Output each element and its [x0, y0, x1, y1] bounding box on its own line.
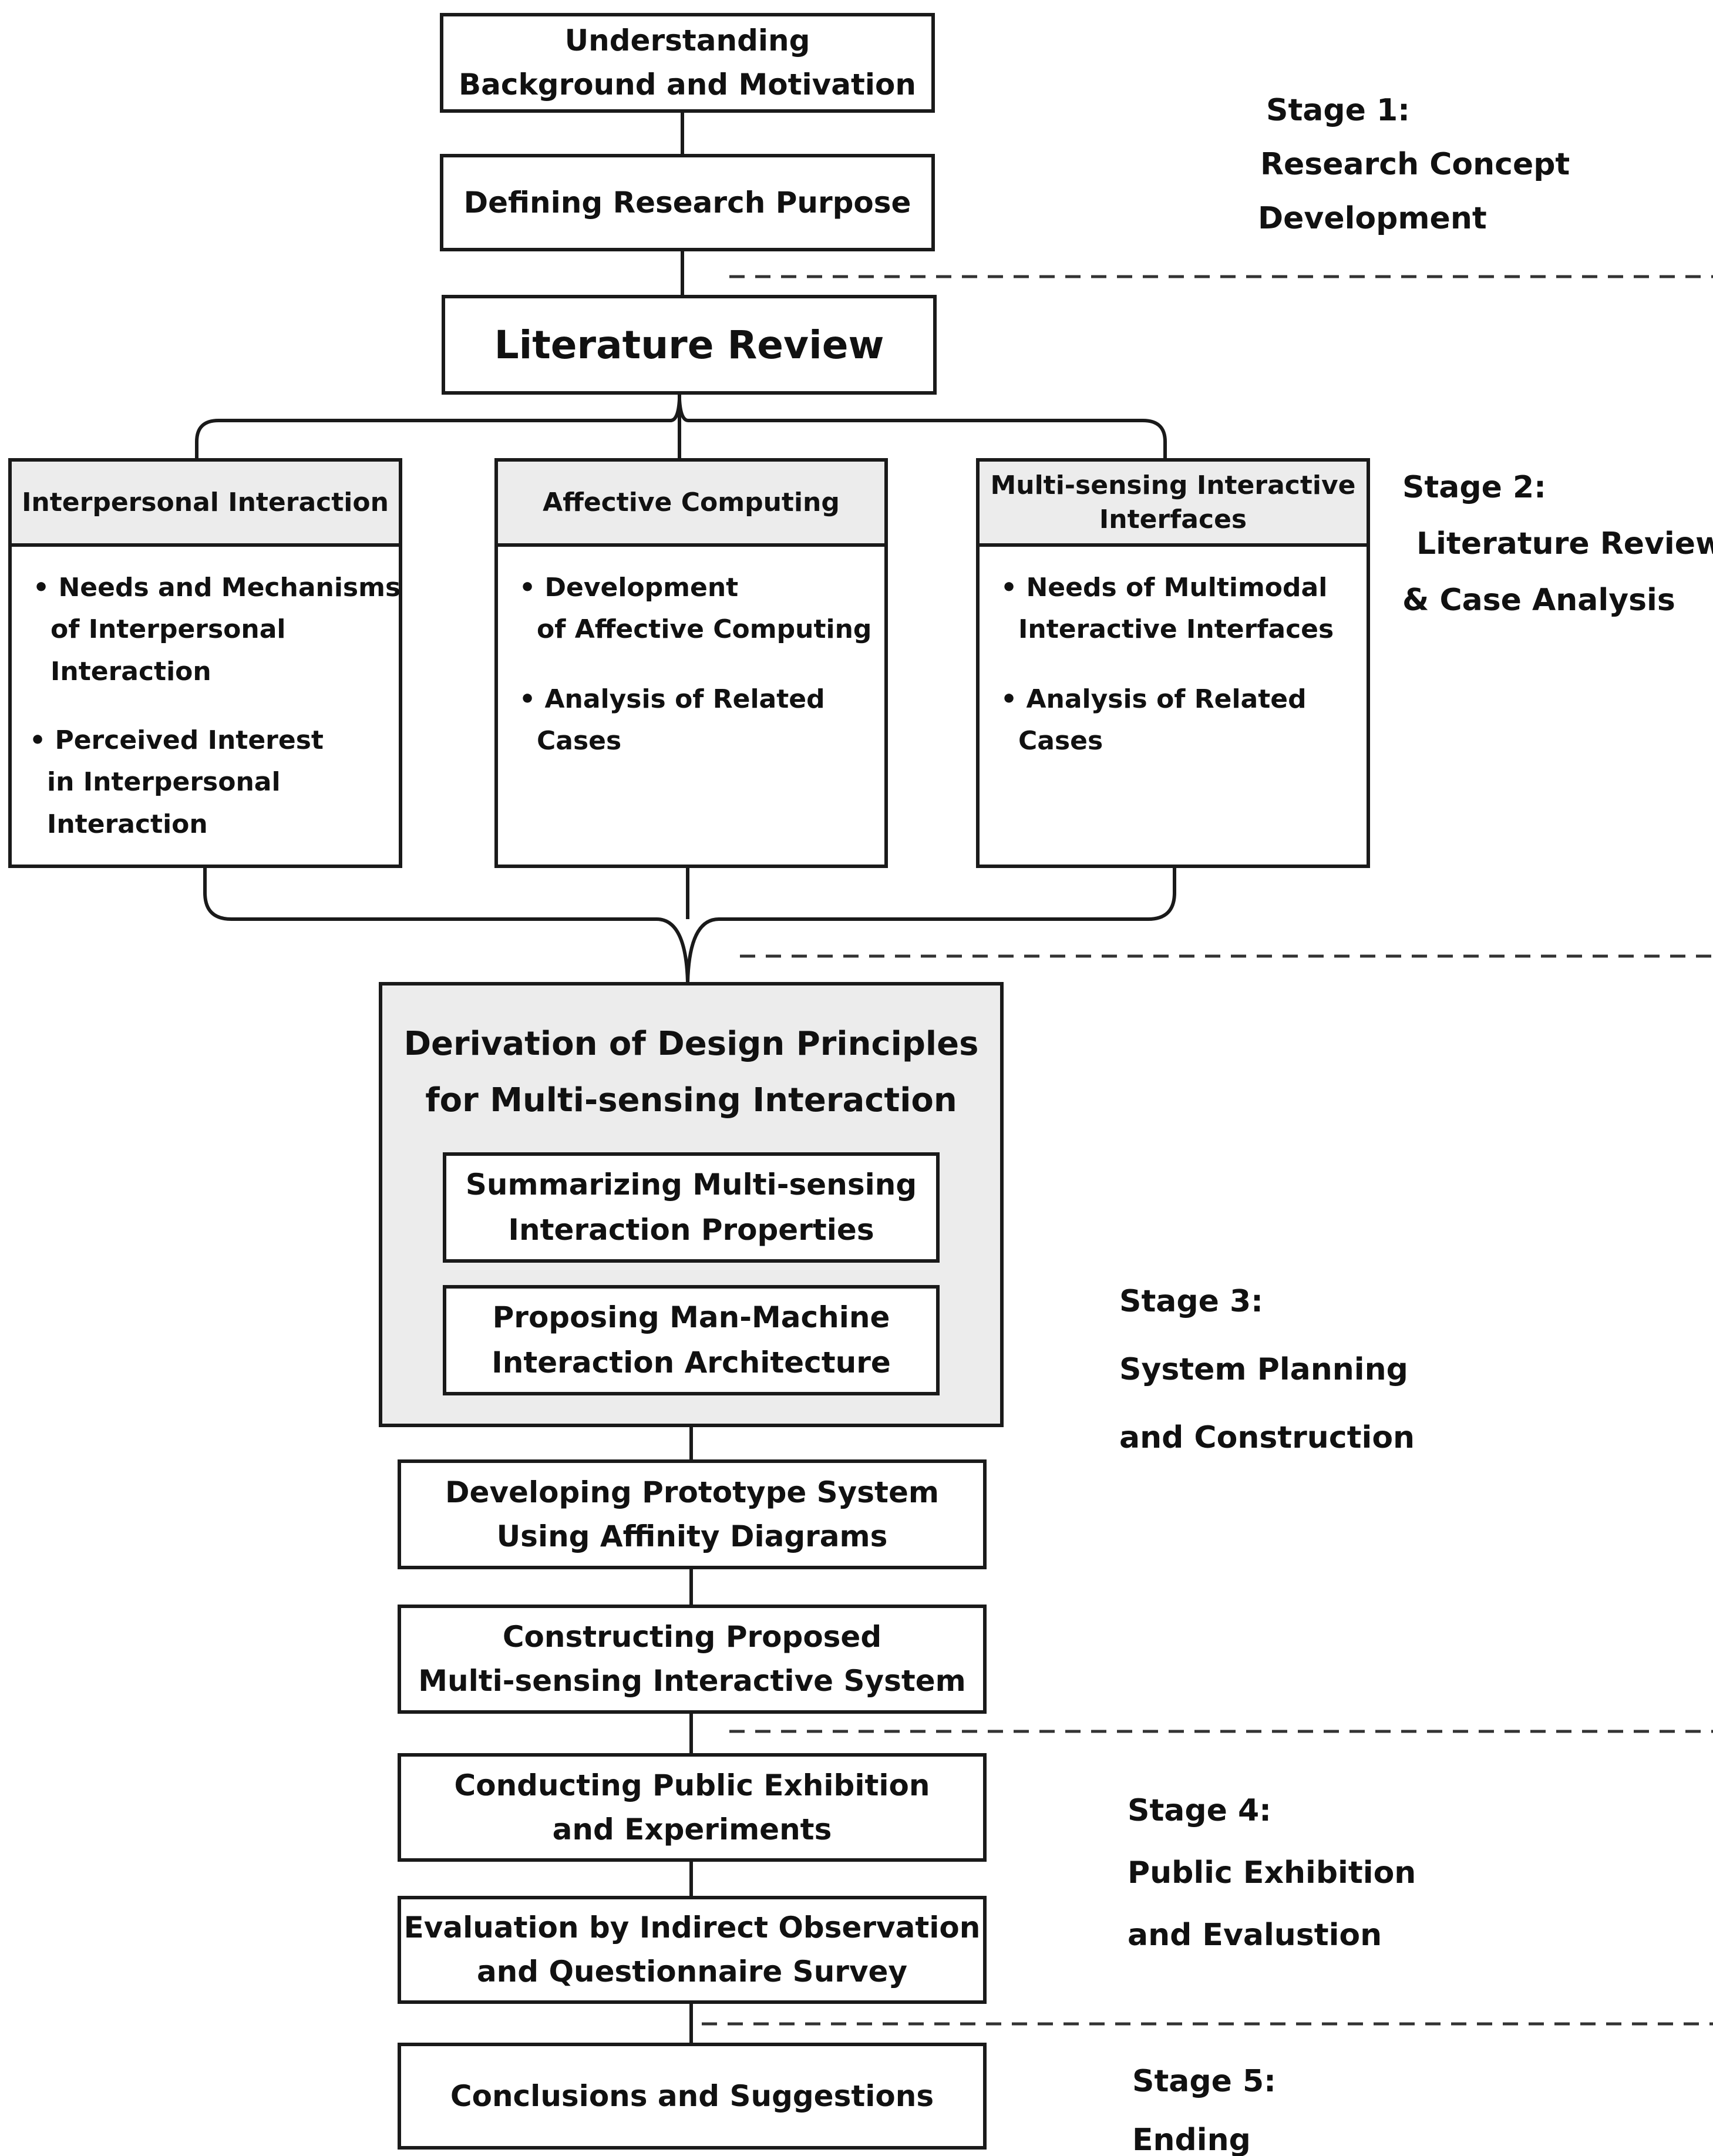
stage-title: Stage 1: — [1266, 93, 1410, 128]
step-line: Literature Review — [494, 322, 884, 368]
category-interpersonal-interaction: Interpersonal Interaction • Needs and Me… — [8, 458, 402, 868]
stage-name-line: and Construction — [1119, 1420, 1415, 1455]
bullet-text: Analysis of Related — [544, 684, 825, 714]
step-line: Defining Research Purpose — [463, 185, 911, 220]
step-conclusions: Conclusions and Suggestions — [398, 2043, 987, 2150]
step-line: Using Affinity Diagrams — [496, 1519, 888, 1553]
step-line: Constructing Proposed — [502, 1620, 882, 1654]
inner-line: Proposing Man-Machine — [492, 1300, 890, 1334]
bullet-item: • Analysis of Related Cases — [519, 678, 825, 762]
step-constructing-system: Constructing Proposed Multi-sensing Inte… — [398, 1605, 987, 1714]
bullet-item: • Perceived Interest in Interpersonal In… — [29, 719, 324, 845]
category-title: Interfaces — [1099, 504, 1247, 534]
bullet-line: • Needs of Multimodal — [1001, 567, 1334, 608]
design-principles-panel: Derivation of Design Principles for Mult… — [379, 982, 1004, 1427]
summarizing-properties-box: Summarizing Multi-sensing Interaction Pr… — [443, 1152, 940, 1263]
stage-name-line: Ending — [1132, 2123, 1251, 2156]
step-line: Evaluation by Indirect Observation — [403, 1911, 981, 1945]
stage-name-line: Research Concept — [1260, 147, 1570, 182]
bullet-text: Needs and Mechanisms — [58, 573, 401, 603]
bullet-text: Analysis of Related — [1026, 684, 1307, 714]
title-line: for Multi-sensing Interaction — [425, 1081, 957, 1120]
bullet-line: of Interpersonal — [51, 614, 286, 645]
stage-2-label: Stage 2: Literature Review & Case Analys… — [1402, 459, 1713, 628]
stage-name-line: & Case Analysis — [1402, 583, 1675, 618]
bullet-text: Needs of Multimodal — [1026, 573, 1328, 603]
step-public-exhibition: Conducting Public Exhibition and Experim… — [398, 1753, 987, 1862]
bullet-line: Interaction — [51, 656, 211, 687]
step-line: Background and Motivation — [459, 68, 916, 102]
category-title: Interpersonal Interaction — [22, 487, 389, 517]
bullet-line: • Perceived Interest — [29, 719, 324, 761]
bullet-dot: • — [1001, 684, 1018, 714]
bullet-line: • Analysis of Related — [519, 678, 825, 720]
step-line: Understanding — [564, 23, 810, 58]
step-literature-review: Literature Review — [442, 295, 937, 395]
bullet-dot: • — [519, 684, 536, 714]
step-line: Conducting Public Exhibition — [454, 1768, 930, 1802]
stage-title: Stage 2: — [1402, 470, 1546, 505]
stage-3-label: Stage 3: System Planning and Constructio… — [1119, 1267, 1415, 1472]
category-title: Affective Computing — [543, 487, 840, 517]
bullet-line: of Affective Computing — [537, 614, 872, 645]
step-evaluation: Evaluation by Indirect Observation and Q… — [398, 1896, 987, 2004]
step-line: Multi-sensing Interactive System — [418, 1664, 966, 1698]
category-header: Affective Computing — [498, 462, 884, 547]
category-header: Interpersonal Interaction — [12, 462, 399, 547]
stage-name-line: Public Exhibition — [1128, 1855, 1416, 1891]
bullet-line: Interaction — [47, 809, 208, 839]
inner-line: Interaction Properties — [508, 1213, 874, 1247]
inner-line: Summarizing Multi-sensing — [465, 1167, 917, 1202]
category-title: Multi-sensing Interactive — [990, 470, 1356, 501]
bullet-line: Interactive Interfaces — [1018, 614, 1334, 645]
bullet-item: • Development of Affective Computing — [519, 567, 871, 651]
connector-merge-bracket — [203, 868, 1176, 983]
step-line: Developing Prototype System — [445, 1475, 939, 1509]
bullet-line: • Development — [519, 567, 871, 608]
stage-name-line: Development — [1258, 201, 1487, 236]
step-line: and Questionnaire Survey — [476, 1955, 908, 1989]
category-multi-sensing-interfaces: Multi-sensing Interactive Interfaces • N… — [976, 458, 1370, 868]
title-line: Derivation of Design Principles — [403, 1025, 979, 1063]
stage-5-label: Stage 5: Ending — [1132, 2052, 1276, 2156]
step-understanding-background: Understanding Background and Motivation — [440, 13, 935, 113]
bullet-dot: • — [1001, 573, 1018, 603]
stage-title: Stage 3: — [1119, 1284, 1263, 1319]
bullet-text: Perceived Interest — [55, 725, 324, 755]
category-header: Multi-sensing Interactive Interfaces — [980, 462, 1367, 547]
bullet-dot: • — [33, 573, 50, 603]
bullet-text: Development — [544, 573, 739, 603]
interaction-architecture-box: Proposing Man-Machine Interaction Archit… — [443, 1285, 940, 1395]
bullet-dot: • — [519, 573, 536, 603]
bullet-line: • Analysis of Related — [1001, 678, 1307, 720]
stage-1-label: Stage 1: Research Concept Development — [1258, 83, 1570, 245]
bullet-line: • Needs and Mechanisms — [33, 567, 401, 608]
bullet-dot: • — [29, 725, 46, 755]
stage-title: Stage 4: — [1128, 1793, 1271, 1828]
step-line: and Experiments — [552, 1812, 832, 1846]
step-defining-purpose: Defining Research Purpose — [440, 154, 935, 251]
stage-name-line: System Planning — [1119, 1352, 1408, 1387]
stage-name-line: Literature Review — [1416, 526, 1713, 561]
bullet-item: • Needs of Multimodal Interactive Interf… — [1001, 567, 1334, 651]
bullet-item: • Needs and Mechanisms of Interpersonal … — [33, 567, 401, 692]
bullet-line: Cases — [537, 726, 622, 756]
bullet-line: Cases — [1018, 726, 1103, 756]
step-line: Conclusions and Suggestions — [450, 2078, 934, 2113]
bullet-item: • Analysis of Related Cases — [1001, 678, 1307, 762]
stage-title: Stage 5: — [1132, 2064, 1276, 2099]
design-principles-title: Derivation of Design Principles for Mult… — [382, 1016, 1000, 1129]
bullet-line: in Interpersonal — [47, 767, 281, 798]
category-affective-computing: Affective Computing • Development of Aff… — [494, 458, 888, 868]
inner-line: Interaction Architecture — [492, 1346, 891, 1380]
step-developing-prototype: Developing Prototype System Using Affini… — [398, 1459, 987, 1569]
stage-name-line: and Evalustion — [1128, 1918, 1382, 1953]
stage-4-label: Stage 4: Public Exhibition and Evalustio… — [1128, 1780, 1416, 1966]
